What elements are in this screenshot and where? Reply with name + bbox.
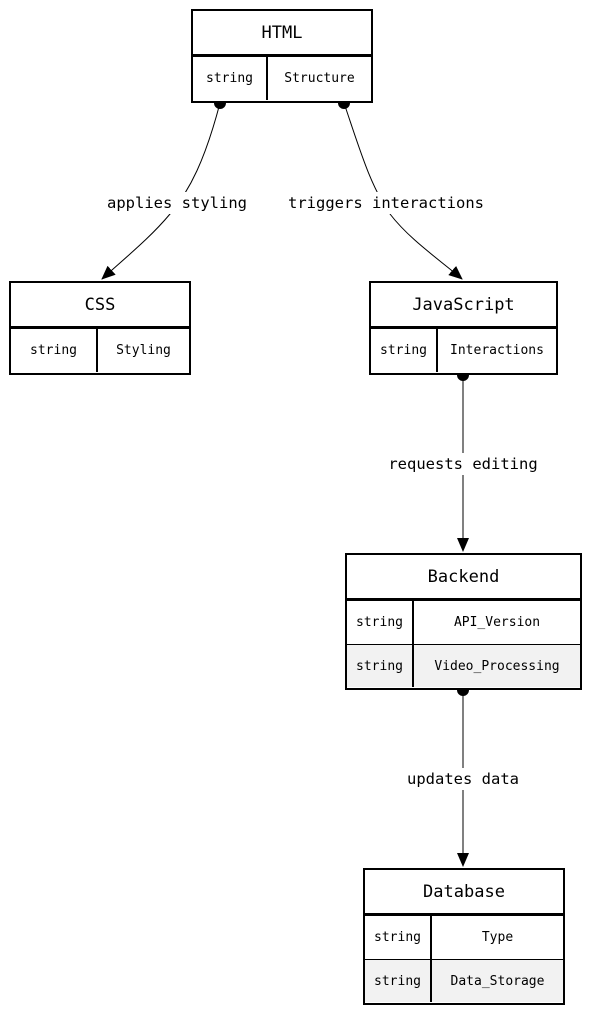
attribute-type: string: [347, 601, 414, 644]
edge-line: [343, 102, 463, 280]
entity-backend[interactable]: Backend string API_Version string Video_…: [345, 553, 582, 690]
entity-title: Database: [365, 870, 563, 916]
attribute-row: string Type: [365, 916, 563, 959]
entity-title: JavaScript: [371, 283, 556, 329]
entity-title: CSS: [11, 283, 189, 329]
attribute-row: string API_Version: [347, 601, 580, 644]
edge-label-background: [389, 453, 537, 475]
attribute-type: string: [365, 960, 432, 1002]
edge-html-css: applies styling: [101, 97, 248, 280]
attribute-type: string: [11, 329, 98, 372]
edge-label-requests-editing: requests editing: [388, 455, 537, 473]
attribute-type: string: [193, 57, 268, 100]
attribute-row: string Structure: [193, 57, 371, 100]
entity-database[interactable]: Database string Type string Data_Storage: [363, 868, 565, 1005]
attribute-row: string Video_Processing: [347, 644, 580, 687]
entity-javascript[interactable]: JavaScript string Interactions: [369, 281, 558, 375]
edge-label-triggers-interactions: triggers interactions: [288, 194, 484, 212]
attribute-row: string Styling: [11, 329, 189, 372]
entity-title: Backend: [347, 555, 580, 601]
edge-backend-database: updates data: [406, 684, 520, 867]
attribute-row: string Interactions: [371, 329, 556, 372]
attribute-field: Type: [481, 930, 514, 945]
attribute-field: Styling: [116, 343, 171, 358]
entity-css[interactable]: CSS string Styling: [9, 281, 191, 375]
attribute-field: Data_Storage: [450, 973, 545, 989]
edge-label-background: [106, 192, 248, 214]
attribute-field: API_Version: [453, 615, 541, 630]
edge-javascript-backend: requests editing: [388, 369, 538, 552]
attribute-field: Structure: [284, 71, 355, 86]
edge-line: [101, 102, 221, 280]
entity-title: HTML: [193, 11, 371, 57]
attribute-field: Video_Processing: [434, 658, 560, 674]
edge-label-updates-data: updates data: [407, 770, 519, 788]
attribute-type: string: [371, 329, 438, 372]
attribute-type: string: [347, 645, 414, 687]
attribute-type: string: [365, 916, 432, 959]
edge-label-background: [289, 192, 483, 214]
attribute-row: string Data_Storage: [365, 959, 563, 1002]
edge-label-applies-styling: applies styling: [107, 194, 247, 212]
attribute-field: Interactions: [450, 343, 544, 358]
edge-html-javascript: triggers interactions: [288, 97, 484, 280]
edge-label-background: [406, 768, 520, 790]
entity-html[interactable]: HTML string Structure: [191, 9, 373, 103]
